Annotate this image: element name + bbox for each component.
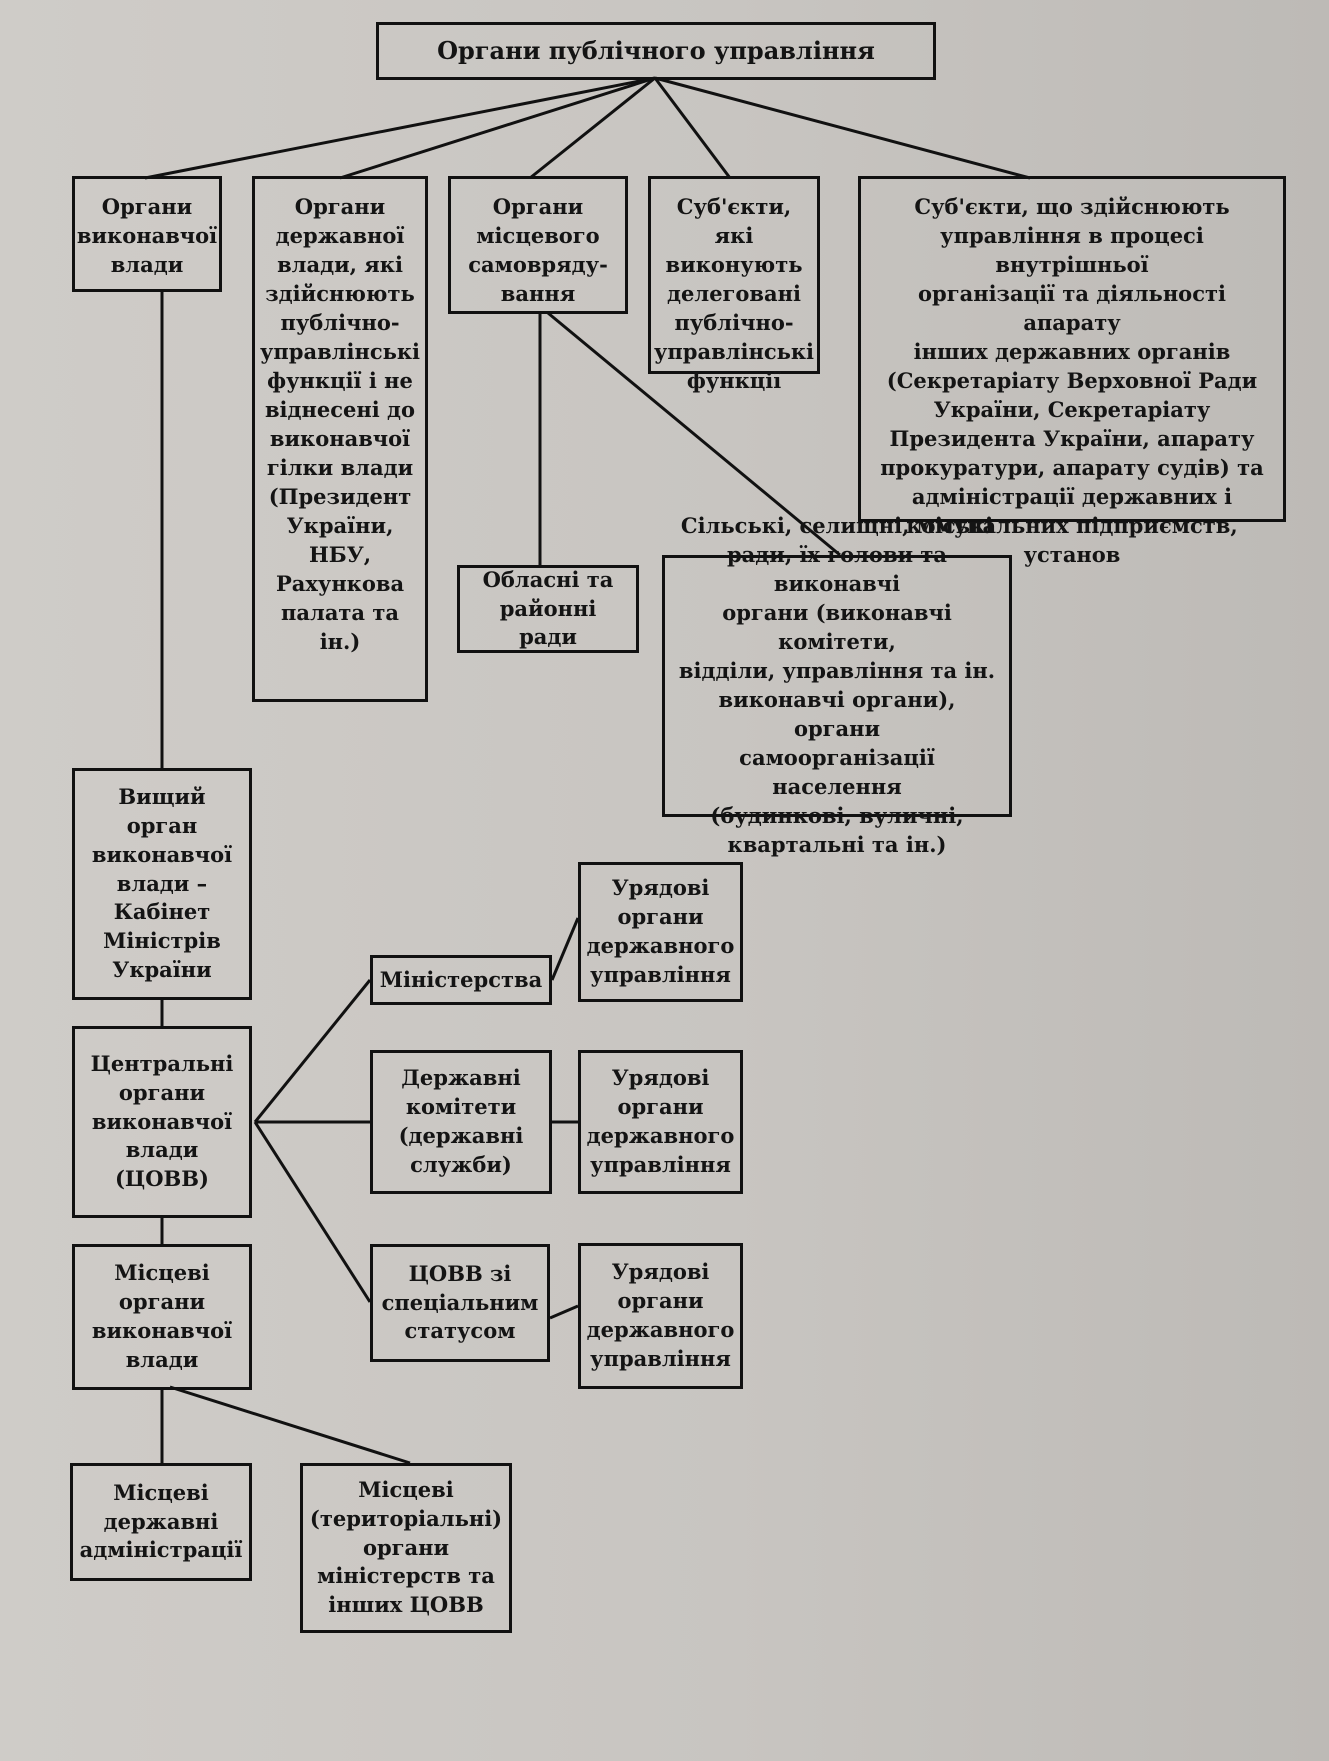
box-government-bodies-2: Урядові органи державного управління bbox=[578, 1050, 743, 1194]
box-internal-administration: Суб'єкти, що здійснюють управління в про… bbox=[858, 176, 1286, 567]
label-local-exec: Місцеві органи виконавчої влади bbox=[91, 1260, 233, 1372]
label-committees: Державні комітети (державні служби) bbox=[398, 1065, 524, 1177]
connector-local-territorial bbox=[169, 1385, 411, 1465]
label-local-admin: Місцеві державні адміністрації bbox=[79, 1479, 243, 1563]
box-special-status-covv: ЦОВВ зі спеціальним статусом bbox=[370, 1244, 550, 1362]
label-special-status: ЦОВВ зі спеціальним статусом bbox=[381, 1260, 539, 1344]
connector-selfgov-village bbox=[547, 311, 841, 557]
box-local-self-government: Органи місцевого самовряду- вання bbox=[448, 176, 628, 314]
box-territorial-bodies: Місцеві (територіальні) органи міністерс… bbox=[300, 1463, 512, 1633]
box-central-executive-bodies: Центральні органи виконавчої влади (ЦОВВ… bbox=[72, 1026, 252, 1218]
box-state-power-bodies: Органи державної влади, які здійснюють п… bbox=[252, 176, 428, 702]
box-public-administration-bodies: Органи публічного управління bbox=[376, 22, 936, 80]
label-ministries: Міністерства bbox=[379, 966, 543, 992]
box-government-bodies-3: Урядові органи державного управління bbox=[578, 1243, 743, 1389]
label-oblast-councils: Обласні та районні ради bbox=[482, 566, 614, 650]
box-oblast-district-councils: Обласні та районні ради bbox=[457, 565, 639, 653]
label-central: Центральні органи виконавчої влади (ЦОВВ… bbox=[90, 1050, 234, 1192]
connector-root-delegated bbox=[653, 77, 732, 179]
connector-special-gov3 bbox=[549, 1304, 579, 1320]
connector-root-local-self-gov bbox=[529, 76, 656, 180]
connector-central-special bbox=[253, 1121, 372, 1303]
box-state-committees: Державні комітети (державні служби) bbox=[370, 1050, 552, 1194]
box-executive-bodies: Органи виконавчої влади bbox=[72, 176, 222, 292]
box-delegated-functions: Суб'єкти, які виконують делеговані публі… bbox=[648, 176, 820, 393]
label-executive: Органи виконавчої влади bbox=[76, 194, 218, 277]
label-gov-bodies-3: Урядові органи державного управління bbox=[586, 1259, 735, 1371]
label-root: Органи публічного управління bbox=[437, 36, 875, 66]
label-cabinet: Вищий орган виконавчої влади – Кабінет М… bbox=[91, 783, 233, 983]
label-delegated: Суб'єкти, які виконують делеговані публі… bbox=[653, 194, 815, 393]
connector-root-state-power bbox=[339, 76, 656, 180]
label-internal: Суб'єкти, що здійснюють управління в про… bbox=[880, 194, 1264, 567]
connector-central-ministries bbox=[253, 979, 372, 1123]
connector-ministries-gov1 bbox=[550, 917, 580, 981]
label-local-self-gov: Органи місцевого самовряду- вання bbox=[468, 194, 608, 306]
box-village-city-councils: Сільські, селищні, міські ради, їх голов… bbox=[662, 513, 1012, 857]
label-gov-bodies-2: Урядові органи державного управління bbox=[586, 1065, 735, 1177]
label-state-power: Органи державної влади, які здійснюють п… bbox=[259, 194, 421, 654]
label-territorial: Місцеві (територіальні) органи міністерс… bbox=[309, 1476, 503, 1618]
box-cabinet-of-ministers: Вищий орган виконавчої влади – Кабінет М… bbox=[72, 768, 252, 1000]
connector-root-executive bbox=[144, 76, 656, 180]
box-local-executive-bodies: Місцеві органи виконавчої влади bbox=[72, 1244, 252, 1390]
connector-root-internal bbox=[654, 76, 1031, 180]
box-ministries: Міністерства bbox=[370, 955, 552, 1005]
box-government-bodies-1: Урядові органи державного управління bbox=[578, 862, 743, 1002]
label-gov-bodies-1: Урядові органи державного управління bbox=[586, 875, 735, 987]
label-village-councils: Сільські, селищні, міські ради, їх голов… bbox=[678, 513, 996, 857]
box-local-state-administrations: Місцеві державні адміністрації bbox=[70, 1463, 252, 1581]
